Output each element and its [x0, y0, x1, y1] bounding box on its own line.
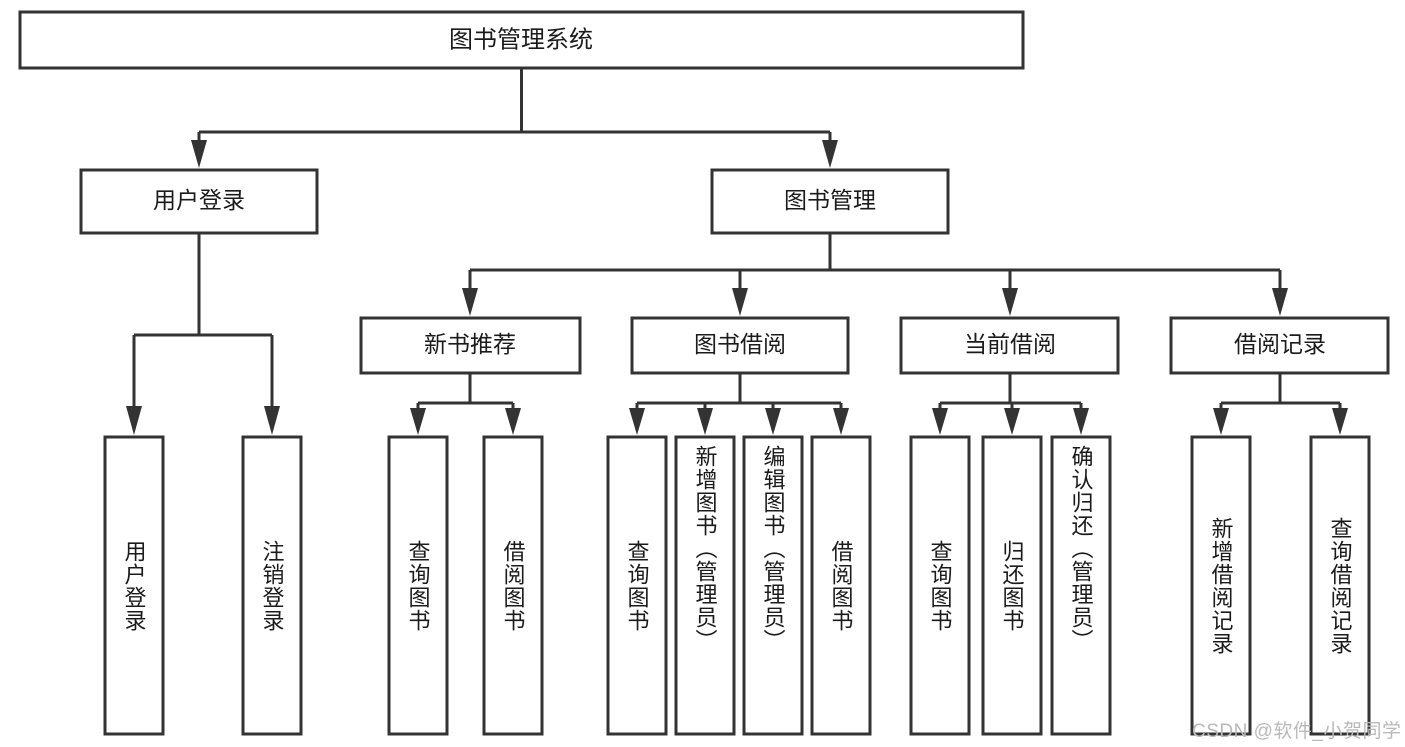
arrow-head-book-borrow: [732, 288, 748, 316]
arrow-head-leaf-add-book-admin: [697, 408, 713, 435]
node-root[interactable]: 图书管理系统: [18, 10, 1025, 70]
arrow-head-leaf-return-book: [1004, 408, 1020, 435]
node-user-login[interactable]: 用户登录: [79, 168, 319, 235]
node-book-borrow[interactable]: 图书借阅: [630, 316, 850, 375]
node-root-label: 图书管理系统: [449, 26, 593, 53]
leaf-boxes-group: [103, 435, 1371, 736]
arrow-head-new-book-recommend: [462, 288, 478, 316]
node-book-management-box[interactable]: [710, 168, 950, 235]
node-leaf-add-book-admin-box[interactable]: [674, 435, 736, 736]
node-new-book-recommend-box[interactable]: [359, 316, 582, 375]
arrow-head-user-login: [191, 140, 207, 168]
arrow-head-leaf-query-borrow-record: [1332, 408, 1348, 435]
node-borrow-record-box[interactable]: [1169, 316, 1390, 375]
node-leaf-confirm-return-admin-box[interactable]: [1050, 435, 1112, 736]
arrow-head-leaf-borrow-book-recommend: [505, 408, 521, 435]
node-leaf-query-book-borrow-box[interactable]: [606, 435, 668, 736]
node-new-book-recommend-label: 新书推荐: [424, 331, 516, 357]
node-book-borrow-box[interactable]: [630, 316, 850, 375]
node-root-box[interactable]: [18, 10, 1025, 70]
node-current-borrow-box[interactable]: [899, 316, 1120, 375]
node-leaf-borrow-book-box[interactable]: [810, 435, 872, 736]
node-current-borrow[interactable]: 当前借阅: [899, 316, 1120, 375]
arrow-head-leaf-add-borrow-record: [1213, 408, 1229, 435]
arrow-head-borrow-record: [1272, 288, 1288, 316]
node-book-management-label: 图书管理: [784, 187, 876, 213]
node-leaf-borrow-book-recommend-box[interactable]: [482, 435, 544, 736]
arrow-head-book-management: [822, 140, 838, 168]
node-borrow-record-label: 借阅记录: [1234, 331, 1326, 357]
node-user-login-label: 用户登录: [153, 187, 245, 213]
connectors-group: [126, 68, 1348, 435]
node-book-management[interactable]: 图书管理: [710, 168, 950, 235]
node-leaf-query-borrow-record-box[interactable]: [1309, 435, 1371, 736]
arrow-head-leaf-user-logout: [264, 406, 280, 435]
node-leaf-user-logout-box[interactable]: [241, 435, 303, 736]
node-leaf-query-book-recommend-box[interactable]: [387, 435, 449, 736]
node-leaf-return-book-box[interactable]: [981, 435, 1043, 736]
node-leaf-user-login-box[interactable]: [103, 435, 165, 736]
node-leaf-edit-book-admin-box[interactable]: [742, 435, 804, 736]
node-new-book-recommend[interactable]: 新书推荐: [359, 316, 582, 375]
arrow-head-leaf-edit-book-admin: [765, 408, 781, 435]
node-user-login-box[interactable]: [79, 168, 319, 235]
arrow-head-leaf-query-book-borrow: [629, 408, 645, 435]
arrow-head-leaf-query-book-recommend: [410, 408, 426, 435]
arrow-head-leaf-query-book-current: [932, 408, 948, 435]
arrow-head-leaf-borrow-book: [833, 408, 849, 435]
arrow-head-current-borrow: [1002, 288, 1018, 316]
csdn-watermark: CSDN @软件_小贺同学: [1192, 721, 1402, 742]
node-current-borrow-label: 当前借阅: [964, 331, 1056, 357]
node-book-borrow-label: 图书借阅: [694, 331, 786, 357]
node-borrow-record[interactable]: 借阅记录: [1169, 316, 1390, 375]
node-leaf-query-book-current-box[interactable]: [909, 435, 971, 736]
node-leaf-add-borrow-record-box[interactable]: [1190, 435, 1252, 736]
arrow-head-leaf-user-login: [126, 406, 142, 435]
arrow-head-leaf-confirm-return-admin: [1073, 408, 1089, 435]
